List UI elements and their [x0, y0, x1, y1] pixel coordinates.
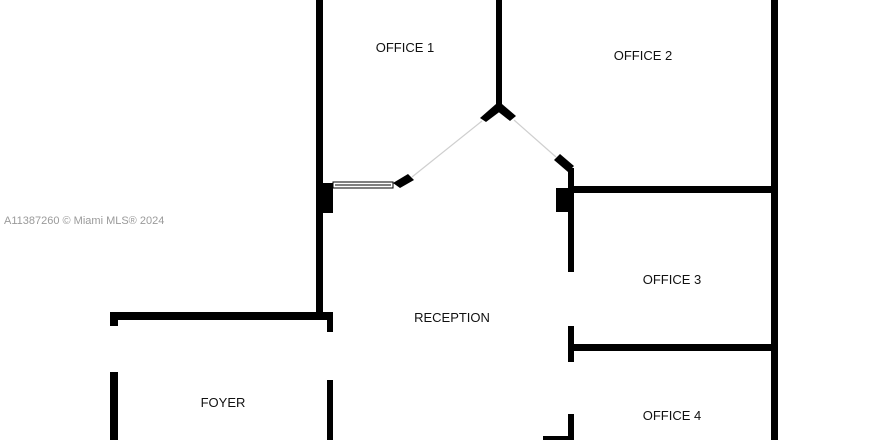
room-label-foyer: FOYER	[201, 395, 246, 410]
wall-reception-right-upper	[568, 168, 574, 272]
wall-foyer-left-top	[110, 312, 118, 326]
wall-angled-lower-right	[554, 154, 574, 172]
wall-foyer-left	[110, 372, 118, 440]
door-office2-swing	[513, 119, 557, 158]
room-label-office3: OFFICE 3	[643, 272, 702, 287]
wall-foyer-top	[110, 312, 333, 320]
wall-angled-right	[496, 104, 516, 121]
wall-office3-office4	[568, 344, 778, 351]
wall-office-divider	[496, 0, 502, 110]
wall-foyer-right-top	[327, 312, 333, 332]
wall-stub-bottom	[543, 436, 574, 440]
wall-stub-right	[556, 188, 574, 212]
room-label-reception: RECEPTION	[414, 310, 490, 325]
room-label-office4: OFFICE 4	[643, 408, 702, 423]
door-office1-swing	[411, 120, 483, 178]
wall-angled-lower-left	[393, 174, 414, 188]
wall-stub-left	[316, 183, 333, 213]
watermark: A11387260 © Miami MLS® 2024	[4, 215, 164, 227]
room-label-office2: OFFICE 2	[614, 48, 673, 63]
wall-office2-office3	[568, 186, 778, 193]
wall-foyer-right	[327, 380, 333, 440]
wall-angled-left	[480, 104, 502, 122]
wall-right-outer	[771, 0, 778, 440]
wall-reception-right-lower	[568, 414, 574, 440]
wall-office1-left	[316, 0, 323, 318]
room-label-office1: OFFICE 1	[376, 40, 435, 55]
